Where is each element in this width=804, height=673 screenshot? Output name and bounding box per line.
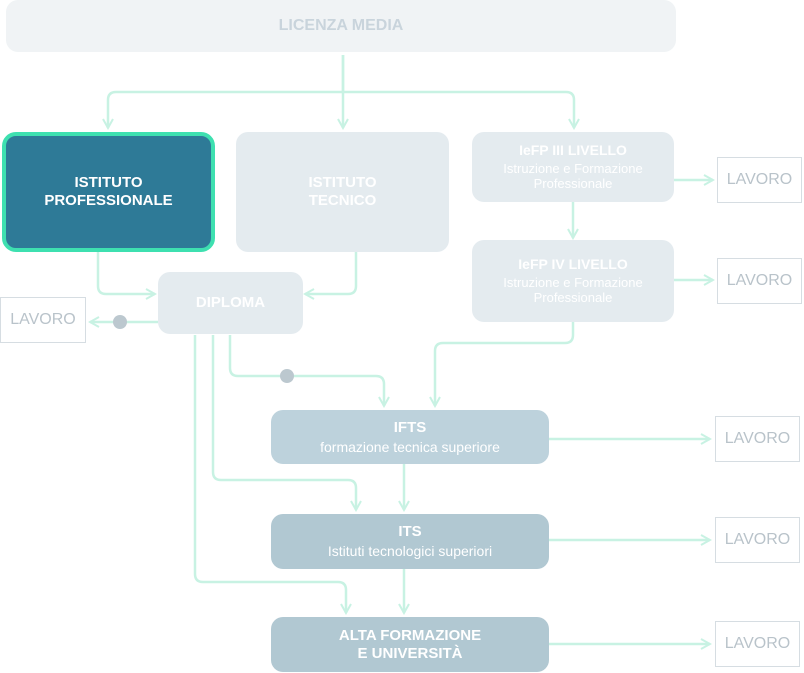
node-istituto-professionale-label: ISTITUTO PROFESSIONALE xyxy=(44,174,173,209)
node-iefp-iii-livello[interactable]: IeFP III LIVELLO Istruzione e Formazione… xyxy=(472,132,674,202)
lavoro-box-iefp4[interactable]: LAVORO xyxy=(717,258,802,304)
lavoro-label: LAVORO xyxy=(726,272,793,289)
node-iefp-iv-subtitle: Istruzione e Formazione Professionale xyxy=(503,274,643,306)
arrow-diploma-to-ifts xyxy=(228,335,384,406)
node-licenza-media[interactable]: LICENZA MEDIA xyxy=(6,0,676,52)
node-iefp-iv-title: IeFP IV LIVELLO xyxy=(518,256,628,272)
arrow-iefp4-to-ifts xyxy=(435,322,575,406)
arrow-licenza-to-professionale xyxy=(108,55,345,128)
node-ifts[interactable]: IFTS formazione tecnica superiore xyxy=(271,410,549,464)
node-alta-formazione-universita[interactable]: ALTA FORMAZIONE E UNIVERSITÀ xyxy=(271,617,549,672)
node-istituto-tecnico[interactable]: ISTITUTO TECNICO xyxy=(236,132,449,252)
arrow-diploma-to-its xyxy=(211,335,356,510)
junction-dot-diploma-ifts xyxy=(280,369,294,383)
lavoro-box-iefp3[interactable]: LAVORO xyxy=(717,157,802,203)
node-licenza-media-label: LICENZA MEDIA xyxy=(278,17,404,35)
lavoro-label: LAVORO xyxy=(726,171,793,188)
arrow-licenza-to-iefp3 xyxy=(343,90,574,128)
node-iefp-iv-livello[interactable]: IeFP IV LIVELLO Istruzione e Formazione … xyxy=(472,240,674,322)
arrow-tecnico-to-diploma xyxy=(305,252,358,294)
node-istituto-tecnico-label: ISTITUTO TECNICO xyxy=(308,174,377,209)
node-its-subtitle: Istituti tecnologici superiori xyxy=(327,543,493,560)
node-its[interactable]: ITS Istituti tecnologici superiori xyxy=(271,514,549,569)
node-alta-formazione-label: ALTA FORMAZIONE E UNIVERSITÀ xyxy=(338,626,482,662)
lavoro-label: LAVORO xyxy=(724,635,791,652)
lavoro-box-ifts[interactable]: LAVORO xyxy=(715,416,800,462)
lavoro-label: LAVORO xyxy=(10,311,76,328)
junction-dot-diploma-lavoro xyxy=(113,315,127,329)
arrow-professionale-to-diploma xyxy=(96,252,155,294)
node-diploma-label: DIPLOMA xyxy=(195,294,266,311)
lavoro-label: LAVORO xyxy=(724,430,791,447)
node-its-title: ITS xyxy=(398,523,422,541)
lavoro-box-its[interactable]: LAVORO xyxy=(715,517,800,563)
node-diploma[interactable]: DIPLOMA xyxy=(158,272,303,334)
node-iefp-iii-subtitle: Istruzione e Formazione Professionale xyxy=(503,160,643,192)
lavoro-box-diploma[interactable]: LAVORO xyxy=(0,297,86,343)
lavoro-label: LAVORO xyxy=(724,531,791,548)
node-ifts-title: IFTS xyxy=(393,418,427,436)
node-istituto-professionale[interactable]: ISTITUTO PROFESSIONALE xyxy=(2,132,215,252)
lavoro-box-alta[interactable]: LAVORO xyxy=(715,621,800,667)
arrow-diploma-to-alta xyxy=(193,335,346,613)
node-ifts-subtitle: formazione tecnica superiore xyxy=(320,438,500,455)
node-iefp-iii-title: IeFP III LIVELLO xyxy=(519,142,627,158)
